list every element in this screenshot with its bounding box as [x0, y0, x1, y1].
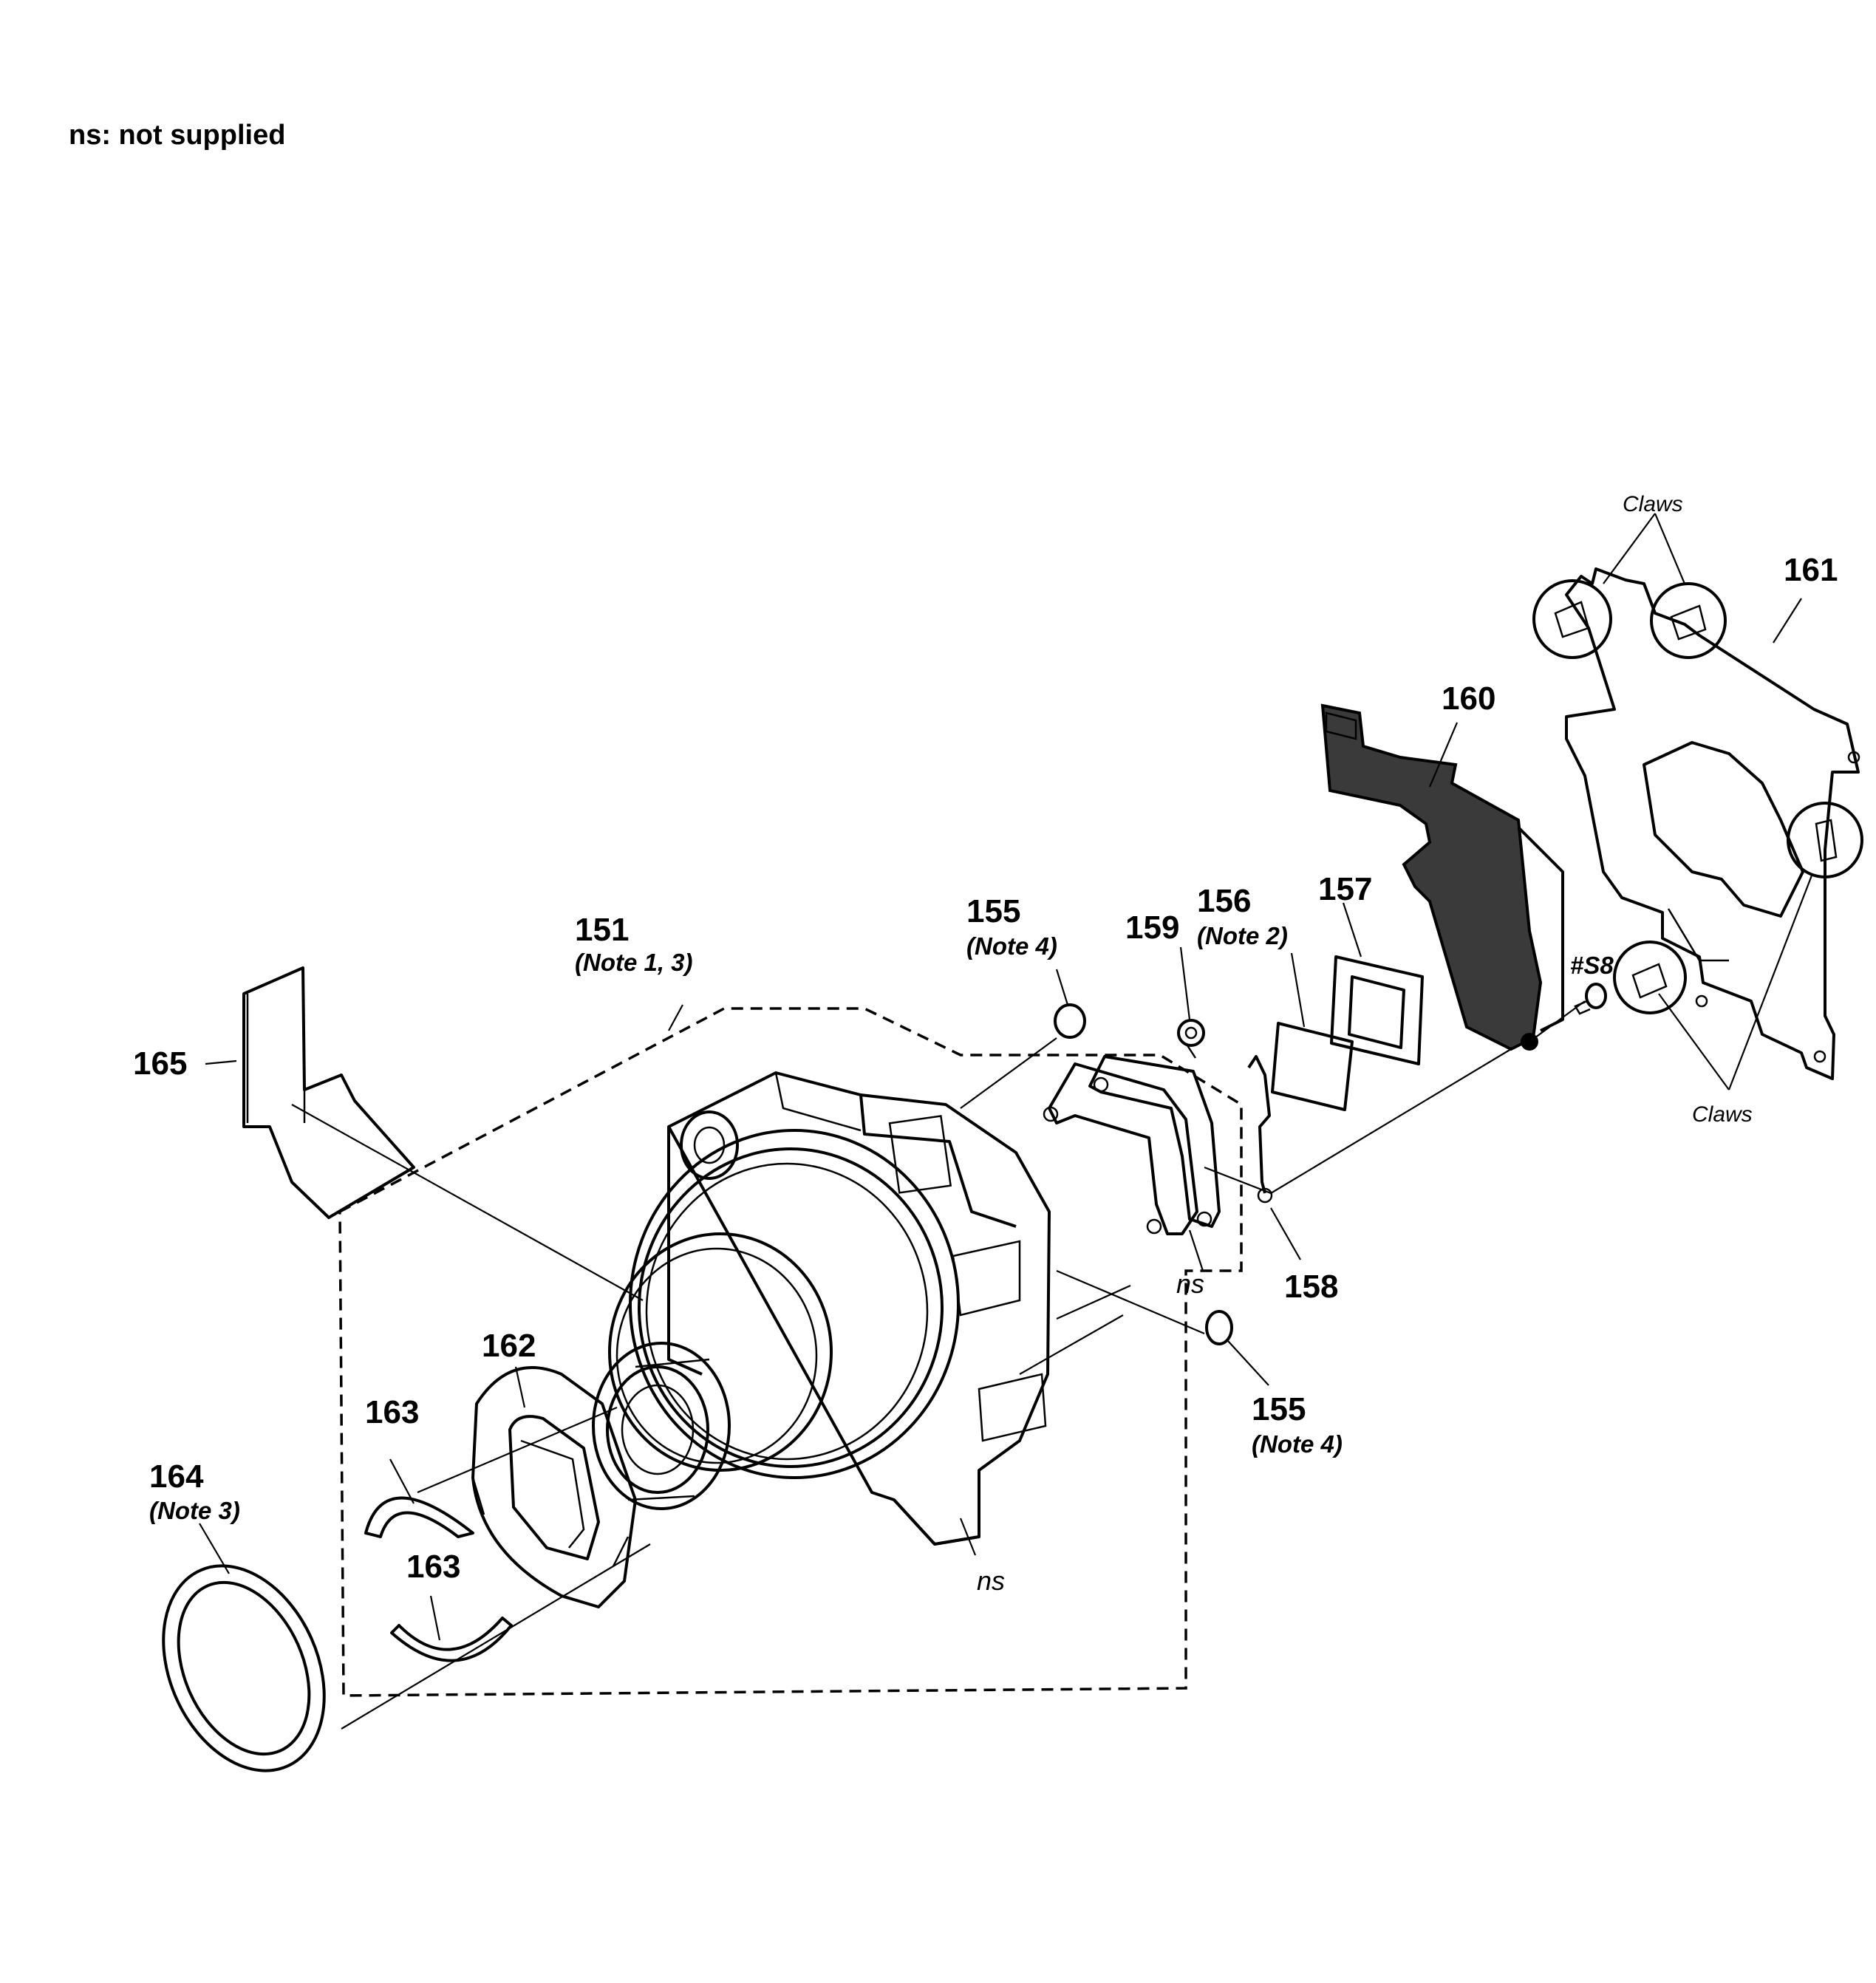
- label-ns-foot: ns: [977, 1566, 1005, 1596]
- part-164-ring: [162, 1564, 326, 1772]
- part-156-filter: [1271, 1022, 1354, 1111]
- assembly-axis-lines: [291, 1000, 1586, 1730]
- label-ns-gasket: ns: [1176, 1269, 1204, 1299]
- label-162: 162: [482, 1328, 536, 1364]
- label-155-top: 155: [966, 893, 1020, 929]
- screw-s8: [1574, 983, 1607, 1015]
- label-165: 165: [133, 1045, 187, 1082]
- part-163-half-ring-top: [364, 1496, 474, 1538]
- part-162-mount-ring: [471, 1366, 637, 1608]
- part-151-lens-block: [592, 1071, 1051, 1546]
- label-164-note: (Note 3): [149, 1497, 240, 1524]
- part-155-oring-top: [1054, 1003, 1086, 1039]
- not-supplied-note: ns: not supplied: [69, 120, 286, 151]
- label-159: 159: [1125, 909, 1179, 946]
- label-163-bottom: 163: [406, 1549, 460, 1585]
- label-164: 164: [149, 1458, 204, 1495]
- label-163-top: 163: [365, 1394, 419, 1430]
- part-163-half-ring-bottom: [390, 1617, 513, 1662]
- label-160: 160: [1442, 680, 1495, 717]
- label-leaders: [199, 513, 1813, 1641]
- label-157: 157: [1318, 871, 1372, 907]
- label-claws-bottom: Claws: [1692, 1102, 1753, 1127]
- label-screw-s8: #S8: [1570, 952, 1614, 979]
- ns-gasket-frame: [1043, 1055, 1221, 1235]
- part-157-frame: [1330, 955, 1424, 1065]
- part-165-bracket: [242, 966, 415, 1219]
- claw-detail-circles: [1532, 579, 1863, 1014]
- label-158: 158: [1284, 1269, 1338, 1305]
- part-158-spring: [1247, 1055, 1273, 1204]
- part-159-clip: [1177, 1019, 1205, 1059]
- label-155-bottom: 155: [1252, 1391, 1306, 1427]
- label-151: 151: [575, 912, 629, 948]
- label-156-note: (Note 2): [1197, 922, 1288, 949]
- label-151-note: (Note 1, 3): [575, 949, 693, 976]
- label-161: 161: [1784, 552, 1838, 588]
- label-156: 156: [1197, 883, 1251, 919]
- label-155-top-note: (Note 4): [966, 932, 1057, 960]
- assembly-151-boundary: [338, 1007, 1243, 1697]
- label-155-bottom-note: (Note 4): [1252, 1430, 1343, 1458]
- part-161-plate: [1565, 567, 1860, 1080]
- label-claws-top: Claws: [1623, 492, 1683, 516]
- part-155-oring-bottom: [1205, 1310, 1233, 1345]
